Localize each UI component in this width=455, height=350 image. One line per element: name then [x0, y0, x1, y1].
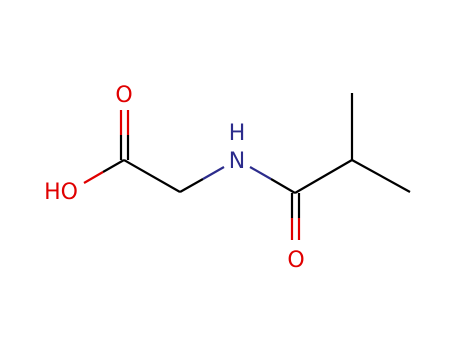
- bond-camide-ch: [294, 159, 353, 194]
- bond-amide-double: [290, 193, 301, 240]
- bond-ch-methyl-right: [351, 159, 411, 193]
- bond-ch2-n: [179, 166, 225, 193]
- atom-hydroxyl: HO: [44, 180, 78, 205]
- atom-amide-h: H: [229, 121, 246, 146]
- atom-amide-o: O: [287, 248, 304, 273]
- atom-carboxyl-o: O: [115, 83, 132, 108]
- bond-c-ch2: [123, 159, 181, 193]
- bond-c-oh: [83, 159, 125, 184]
- bond-n-camide: [249, 166, 296, 194]
- bond-carboxyl-double: [119, 110, 130, 160]
- atom-amide-n: N: [229, 149, 245, 174]
